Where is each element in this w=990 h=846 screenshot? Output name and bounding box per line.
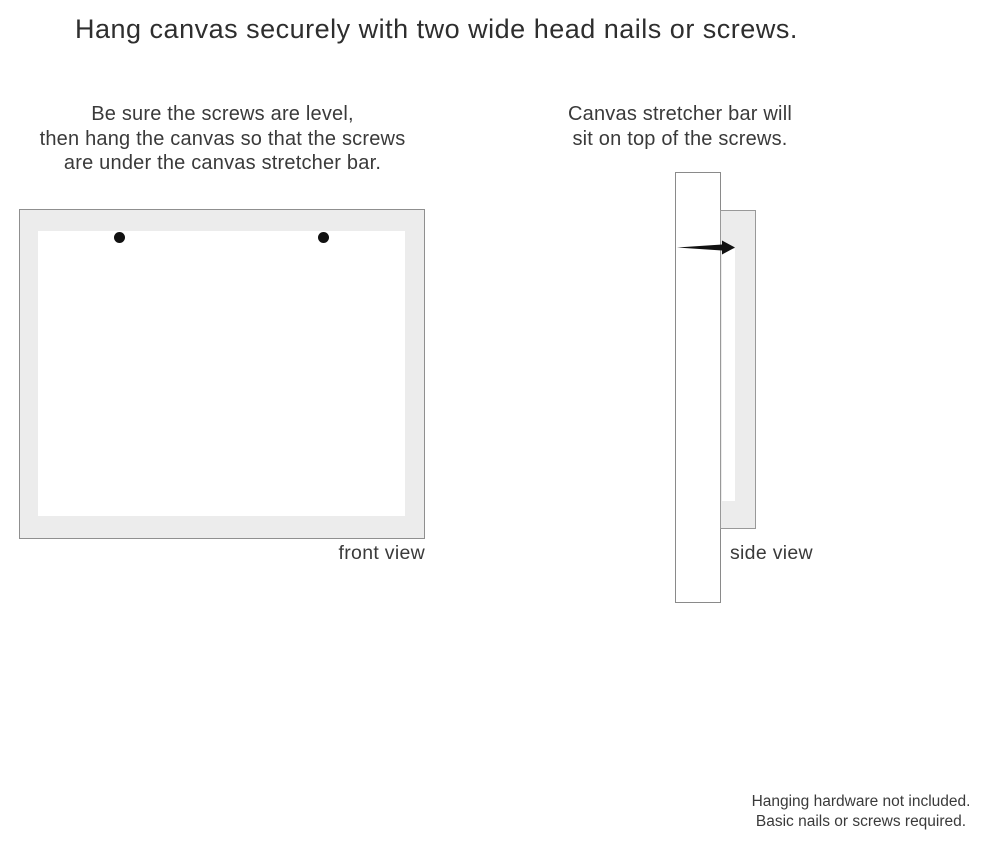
front-view-instruction-line-2: then hang the canvas so that the screws xyxy=(39,127,406,150)
side-view-instruction-line-2: sit on top of the screws. xyxy=(572,127,788,150)
side-view-caption: side view xyxy=(730,542,813,564)
side-view-instruction-line-1: Canvas stretcher bar will xyxy=(568,103,792,125)
page-title: Hang canvas securely with two wide head … xyxy=(75,14,798,44)
screw-icon xyxy=(318,232,329,243)
nail-icon xyxy=(677,240,735,255)
hardware-footnote: Hanging hardware not included. Basic nai… xyxy=(738,792,984,832)
hardware-footnote-line-1: Hanging hardware not included. xyxy=(751,793,971,810)
front-view-instruction-line-1: Be sure the screws are level, xyxy=(91,103,354,125)
canvas-front-view xyxy=(19,209,425,539)
canvas-face xyxy=(38,231,405,516)
hardware-footnote-line-2: Basic nails or screws required. xyxy=(755,813,967,830)
screw-icon xyxy=(114,232,125,243)
front-view-instruction-line-3: are under the canvas stretcher bar. xyxy=(63,152,382,174)
front-view-caption: front view xyxy=(338,542,425,564)
front-view-instruction: Be sure the screws are level, then hang … xyxy=(20,102,425,176)
side-view-instruction: Canvas stretcher bar will sit on top of … xyxy=(540,102,820,151)
stretcher-bar-hollow xyxy=(722,249,735,501)
wall-side-view xyxy=(675,172,721,603)
canvas-side-view xyxy=(720,210,756,529)
